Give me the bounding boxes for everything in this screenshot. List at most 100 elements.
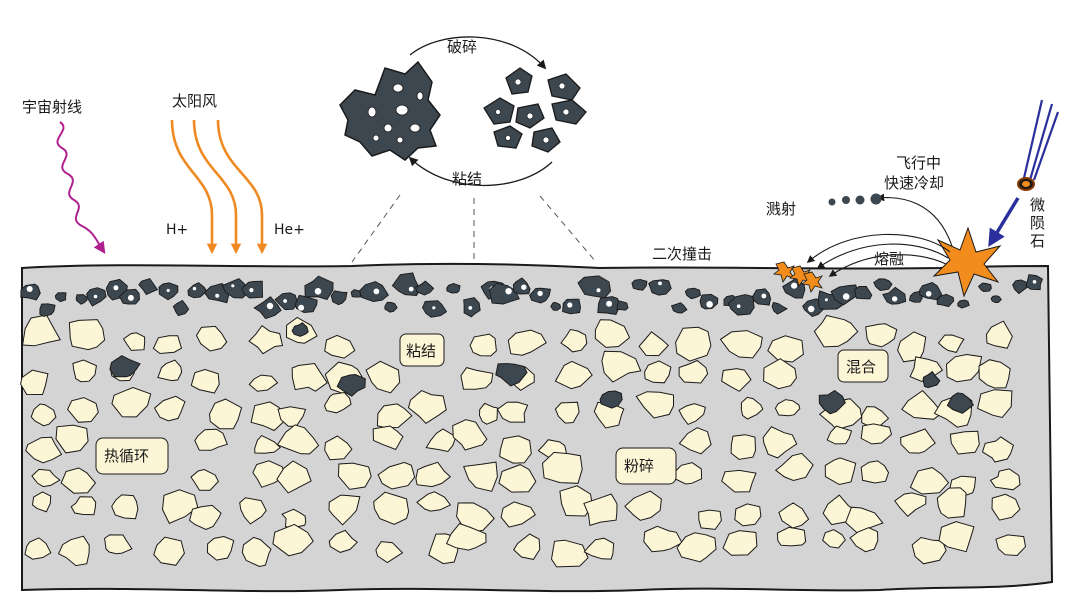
mineral-grain xyxy=(111,386,152,418)
mineral-grain xyxy=(276,424,320,455)
mineral-grain xyxy=(721,368,752,392)
mineral-grain xyxy=(248,374,279,392)
agglutinate-particle xyxy=(138,278,159,296)
mineral-grain xyxy=(624,490,662,521)
agglutinate-particle xyxy=(304,275,334,301)
agglutinate-particle xyxy=(577,275,612,299)
agglutinate-particle xyxy=(384,301,398,313)
agglutinate-particle xyxy=(495,363,528,387)
label-micrometeorite-2: 陨 xyxy=(1030,214,1045,232)
mineral-grain xyxy=(22,314,61,347)
mineral-grain xyxy=(239,497,267,525)
mineral-grain xyxy=(513,533,541,560)
label-box-agglutination: 粘结 xyxy=(399,333,445,367)
agglutinate-particle xyxy=(818,389,846,415)
mineral-grain xyxy=(416,491,452,512)
vesicle xyxy=(606,300,613,307)
vesicle xyxy=(298,304,305,311)
agglutinate-particle xyxy=(922,370,941,389)
mineral-grain xyxy=(407,390,447,424)
agglutinate-particle xyxy=(648,279,672,296)
mineral-grain xyxy=(995,534,1027,557)
mineral-grain xyxy=(678,359,709,384)
mineral-grain xyxy=(900,428,936,454)
agglutinate-particle xyxy=(446,283,461,294)
agglutinate-particle xyxy=(336,373,366,397)
mineral-grain xyxy=(57,535,90,567)
label-h-plus: H+ xyxy=(166,222,188,238)
vesicle xyxy=(266,302,274,310)
vesicle xyxy=(537,290,543,297)
mineral-grain xyxy=(977,389,1013,419)
mineral-grain xyxy=(415,461,452,488)
mineral-grain xyxy=(981,436,1014,463)
vesicle xyxy=(925,291,932,297)
mineral-grain xyxy=(190,468,220,491)
mineral-grain xyxy=(70,496,97,516)
label-box-comminution: 粉碎 xyxy=(615,447,677,485)
mineral-grain xyxy=(583,537,615,560)
mineral-grain xyxy=(763,358,797,390)
mineral-grain xyxy=(452,419,488,451)
mineral-grain xyxy=(252,460,286,488)
vesicle xyxy=(373,288,380,295)
mineral-grain xyxy=(122,332,146,351)
mineral-grain xyxy=(594,319,631,348)
agglutinate-particle xyxy=(415,280,435,296)
vesicle xyxy=(824,298,828,302)
vesicle xyxy=(314,288,322,295)
mineral-grain xyxy=(161,489,199,524)
vesicle xyxy=(505,288,512,295)
agglutinate-particle xyxy=(550,302,561,311)
agglutinate-particle xyxy=(616,300,629,311)
mineral-grain xyxy=(945,353,983,383)
mineral-grain xyxy=(68,319,106,351)
vesicle xyxy=(192,286,197,291)
mineral-grain xyxy=(30,403,57,427)
vesicle xyxy=(26,286,33,292)
vesicle xyxy=(892,296,898,302)
mineral-grain xyxy=(328,529,359,553)
mineral-grain xyxy=(635,391,674,419)
solar-wind-arrows xyxy=(170,119,268,255)
mineral-grain xyxy=(991,493,1021,521)
mineral-grain xyxy=(111,494,139,520)
mineral-grain xyxy=(865,323,898,348)
agglutinate-particle xyxy=(919,282,943,301)
mineral-grain xyxy=(469,333,497,357)
mineral-grain xyxy=(337,462,372,490)
agglutinate-particle xyxy=(187,282,208,299)
mineral-grain xyxy=(554,401,580,424)
agglutinate-particle xyxy=(1012,279,1029,295)
mineral-grain xyxy=(206,535,235,561)
mineral-grain xyxy=(281,508,307,528)
agglutinate-large xyxy=(339,60,441,161)
fragmentation-cycle: 破碎 粘结 xyxy=(339,36,587,188)
mineral-grain xyxy=(498,464,537,493)
mineral-grain xyxy=(456,502,495,534)
label-agglutination-inner: 粘结 xyxy=(406,342,436,360)
vesicle xyxy=(761,293,767,299)
agglutinate-particle xyxy=(631,279,648,291)
mineral-grain xyxy=(376,403,413,429)
mineral-grain xyxy=(560,328,588,353)
mineral-grain xyxy=(740,396,764,420)
fragmentation-arrow xyxy=(409,36,547,70)
vesicle xyxy=(215,293,220,298)
zoom-lines xyxy=(351,194,597,263)
mineral-grain xyxy=(208,398,243,430)
vesicle xyxy=(736,304,741,309)
mineral-grain xyxy=(425,428,457,453)
mineral-grain xyxy=(195,325,228,352)
label-he-plus: He+ xyxy=(274,222,305,238)
mineral-grain xyxy=(937,334,965,353)
mineral-grain xyxy=(722,530,758,556)
label-mixing: 混合 xyxy=(846,358,876,376)
agglutinate-particle xyxy=(684,287,701,300)
mineral-grain xyxy=(372,425,404,451)
mineral-grain xyxy=(254,434,281,454)
agglutinate-particle xyxy=(39,303,56,317)
mineral-grain xyxy=(291,362,328,392)
label-rapid-cooling-1: 飞行中 xyxy=(896,154,941,172)
